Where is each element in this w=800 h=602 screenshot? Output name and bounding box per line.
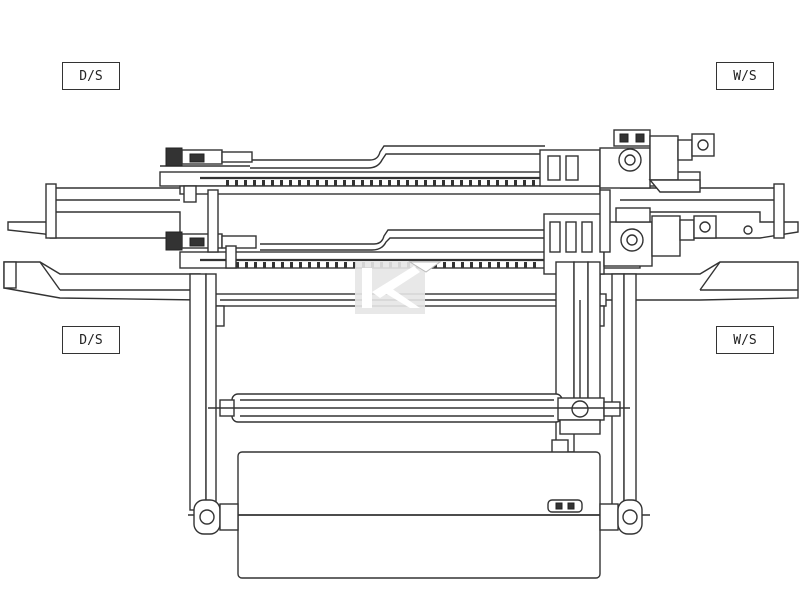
rail-tooth bbox=[487, 180, 490, 186]
rail-tooth bbox=[515, 262, 518, 268]
rail-tooth bbox=[352, 180, 355, 186]
rail-tooth bbox=[452, 262, 455, 268]
rail-tooth bbox=[281, 262, 284, 268]
middle-roller bbox=[208, 393, 630, 435]
drive-side-label-top: D/S bbox=[62, 62, 120, 90]
rail-tooth bbox=[353, 262, 356, 268]
upper-left-wing bbox=[7, 183, 181, 239]
rail-tooth bbox=[460, 180, 463, 186]
rail-tooth bbox=[271, 180, 274, 186]
rail-tooth bbox=[290, 262, 293, 268]
rail-tooth bbox=[488, 262, 491, 268]
rail-tooth bbox=[524, 262, 527, 268]
rail-tooth bbox=[235, 180, 238, 186]
rail-tooth bbox=[533, 262, 536, 268]
rail-tooth bbox=[370, 180, 373, 186]
rail-tooth bbox=[236, 262, 239, 268]
rail-tooth bbox=[307, 180, 310, 186]
rail-tooth bbox=[442, 180, 445, 186]
rail-tooth bbox=[470, 262, 473, 268]
rail-tooth bbox=[388, 180, 391, 186]
rail-tooth bbox=[505, 180, 508, 186]
rail-tooth bbox=[424, 180, 427, 186]
rail-tooth bbox=[406, 180, 409, 186]
rail-tooth bbox=[397, 180, 400, 186]
rail-tooth bbox=[308, 262, 311, 268]
rail-tooth bbox=[523, 180, 526, 186]
rail-tooth bbox=[263, 262, 266, 268]
rail-tooth bbox=[335, 262, 338, 268]
stylized-k-logo-icon bbox=[355, 261, 442, 314]
rail-tooth bbox=[280, 180, 283, 186]
lower-left-wing bbox=[3, 261, 201, 301]
rail-tooth bbox=[379, 180, 382, 186]
drive-side-label-bottom: D/S bbox=[62, 326, 120, 354]
rail-tooth bbox=[298, 180, 301, 186]
rail-tooth bbox=[262, 180, 265, 186]
rail-tooth bbox=[415, 180, 418, 186]
rail-tooth bbox=[326, 262, 329, 268]
rail-tooth bbox=[272, 262, 275, 268]
rail-tooth bbox=[478, 180, 481, 186]
work-side-label-top: W/S bbox=[716, 62, 774, 90]
rail-tooth bbox=[299, 262, 302, 268]
rail-tooth bbox=[244, 180, 247, 186]
rail-tooth bbox=[316, 180, 319, 186]
rail-tooth bbox=[496, 180, 499, 186]
work-side-label-bottom: W/S bbox=[716, 326, 774, 354]
upper-gearbox bbox=[539, 129, 715, 193]
rail-tooth bbox=[361, 180, 364, 186]
rail-tooth bbox=[532, 180, 535, 186]
rail-tooth bbox=[253, 180, 256, 186]
rail-tooth bbox=[289, 180, 292, 186]
rail-tooth bbox=[226, 180, 229, 186]
rail-tooth bbox=[479, 262, 482, 268]
rail-tooth bbox=[344, 262, 347, 268]
rail-tooth bbox=[343, 180, 346, 186]
rail-tooth bbox=[443, 262, 446, 268]
rail-tooth bbox=[506, 262, 509, 268]
rail-tooth bbox=[317, 262, 320, 268]
bottom-drum bbox=[188, 451, 650, 579]
upper-rail-teeth bbox=[226, 180, 535, 186]
rail-tooth bbox=[245, 262, 248, 268]
rail-tooth bbox=[461, 262, 464, 268]
rail-tooth bbox=[433, 180, 436, 186]
rail-tooth bbox=[497, 262, 500, 268]
rail-tooth bbox=[514, 180, 517, 186]
rail-tooth bbox=[254, 262, 257, 268]
rail-tooth bbox=[451, 180, 454, 186]
rail-tooth bbox=[325, 180, 328, 186]
rail-tooth bbox=[334, 180, 337, 186]
rail-tooth bbox=[469, 180, 472, 186]
